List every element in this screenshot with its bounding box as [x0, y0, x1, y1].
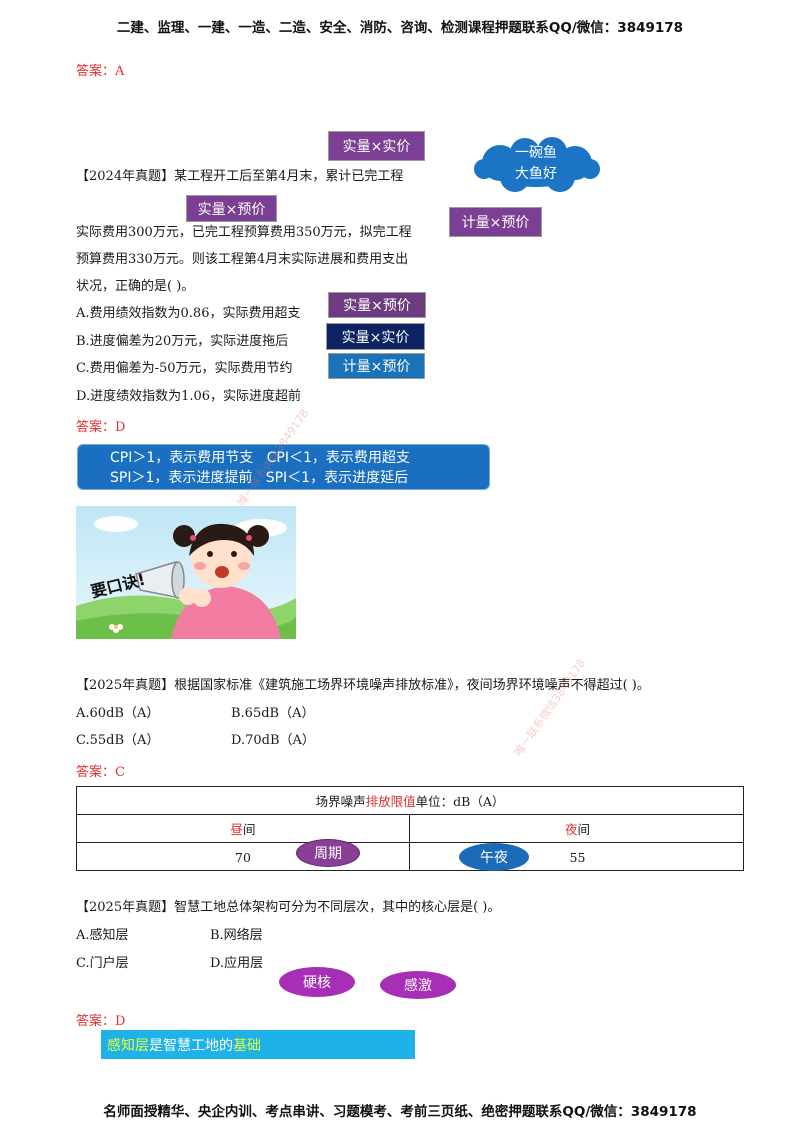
table-title-post: 单位：dB（A）: [415, 794, 505, 809]
q1-option-c: C.费用偏差为-50万元，实际费用节约: [76, 361, 293, 376]
tag-actual-quantity-actual-price: 实量×实价: [328, 131, 425, 161]
banner-line-2: SPI＞1，表示进度提前 SPI＜1，表示进度延后: [110, 470, 409, 486]
side-tag-1: 实量×预价: [328, 292, 426, 318]
noise-limit-table: 场界噪声排放限值单位：dB（A） 昼间 夜间 70 55: [76, 786, 744, 871]
night-value: 55: [569, 849, 586, 865]
answer-3: 答案：C: [76, 765, 125, 780]
q3-stem: 【2025年真题】智慧工地总体架构可分为不同层次，其中的核心层是( )。: [76, 900, 501, 915]
q2-option-a: A.60dB（A）: [76, 706, 160, 721]
night-rest: 间: [577, 822, 591, 837]
day-red: 昼: [230, 822, 243, 837]
side-tag-3: 计量×预价: [328, 353, 425, 379]
oval-cycle: 周期: [296, 839, 360, 867]
perception-layer-note: 感知层是智慧工地的基础: [101, 1030, 415, 1059]
table-row-periods: 昼间 夜间: [77, 815, 743, 843]
q1-line-4: 状况，正确的是( )。: [76, 279, 195, 294]
page-header: 二建、监理、一建、一造、二造、安全、消防、咨询、检测课程押题联系QQ/微信：38…: [116, 20, 684, 36]
q1-option-b: B.进度偏差为20万元，实际进度拖后: [76, 334, 289, 349]
q3-option-d: D.应用层: [210, 956, 264, 971]
table-row-values: 70 55: [77, 843, 743, 871]
tag-planned-quantity-budget-price: 计量×预价: [449, 207, 542, 237]
page-footer: 名师面授精华、央企内训、考点串讲、习题模考、考前三页纸、绝密押题联系QQ/微信：…: [103, 1104, 697, 1120]
cloud-line-2: 大鱼好: [515, 166, 557, 182]
table-title-pre: 场界噪声: [315, 794, 366, 809]
cell-night-value: 55: [410, 843, 745, 871]
oval-grateful: 感激: [380, 971, 456, 999]
q3-option-c: C.门户层: [76, 956, 129, 971]
cloud-text: 一碗鱼 大鱼好: [470, 143, 602, 185]
cell-night: 夜间: [410, 815, 745, 842]
day-rest: 间: [243, 822, 256, 837]
q2-option-d: D.70dB（A）: [231, 733, 315, 748]
note-part-1: 感知层: [107, 1037, 149, 1054]
cell-day-value: 70: [77, 843, 410, 871]
cloud-line-1: 一碗鱼: [515, 145, 557, 161]
q1-option-a: A.费用绩效指数为0.86，实际费用超支: [76, 306, 301, 321]
answer-2: 答案：D: [76, 420, 126, 435]
oval-hardcore: 硬核: [279, 967, 355, 997]
q2-stem: 【2025年真题】根据国家标准《建筑施工场界环境噪声排放标准》，夜间场界环境噪声…: [76, 678, 650, 693]
table-header-row: 场界噪声排放限值单位：dB（A）: [77, 787, 743, 815]
cartoon-girl-image: 要口诀!: [76, 506, 296, 639]
table-title-red: 排放限值: [365, 794, 416, 809]
q1-option-d: D.进度绩效指数为1.06，实际进度超前: [76, 389, 302, 404]
note-part-2: 是智慧工地的: [149, 1037, 233, 1054]
night-red: 夜: [564, 822, 578, 837]
cell-day: 昼间: [77, 815, 410, 842]
q3-option-b: B.网络层: [210, 928, 263, 943]
q2-option-c: C.55dB（A）: [76, 733, 160, 748]
watermark-2: 唯一联系微信3849178: [511, 656, 589, 759]
oval-midnight: 午夜: [459, 843, 529, 871]
table-title: 场界噪声排放限值单位：dB（A）: [77, 787, 743, 814]
day-value: 70: [235, 849, 251, 865]
q1-line-3: 预算费用330万元。则该工程第4月末实际进展和费用支出: [76, 252, 409, 267]
q1-line-1: 【2024年真题】某工程开工后至第4月末，累计已完工程: [76, 169, 404, 184]
banner-line-1: CPI＞1，表示费用节支 CPI＜1，表示费用超支: [110, 450, 410, 466]
cpi-spi-banner: CPI＞1，表示费用节支 CPI＜1，表示费用超支 SPI＞1，表示进度提前 S…: [77, 444, 490, 490]
tag-actual-quantity-budget-price: 实量×预价: [186, 195, 277, 222]
cloud-shape: [474, 137, 600, 192]
answer-4: 答案：D: [76, 1014, 126, 1029]
q2-option-b: B.65dB（A）: [231, 706, 315, 721]
side-tag-2: 实量×实价: [326, 323, 425, 350]
answer-1: 答案：A: [76, 64, 125, 79]
q1-line-2: 实际费用300万元，已完工程预算费用350万元，拟完工程: [76, 225, 412, 240]
q3-option-a: A.感知层: [76, 928, 129, 943]
note-part-3: 基础: [233, 1037, 261, 1054]
